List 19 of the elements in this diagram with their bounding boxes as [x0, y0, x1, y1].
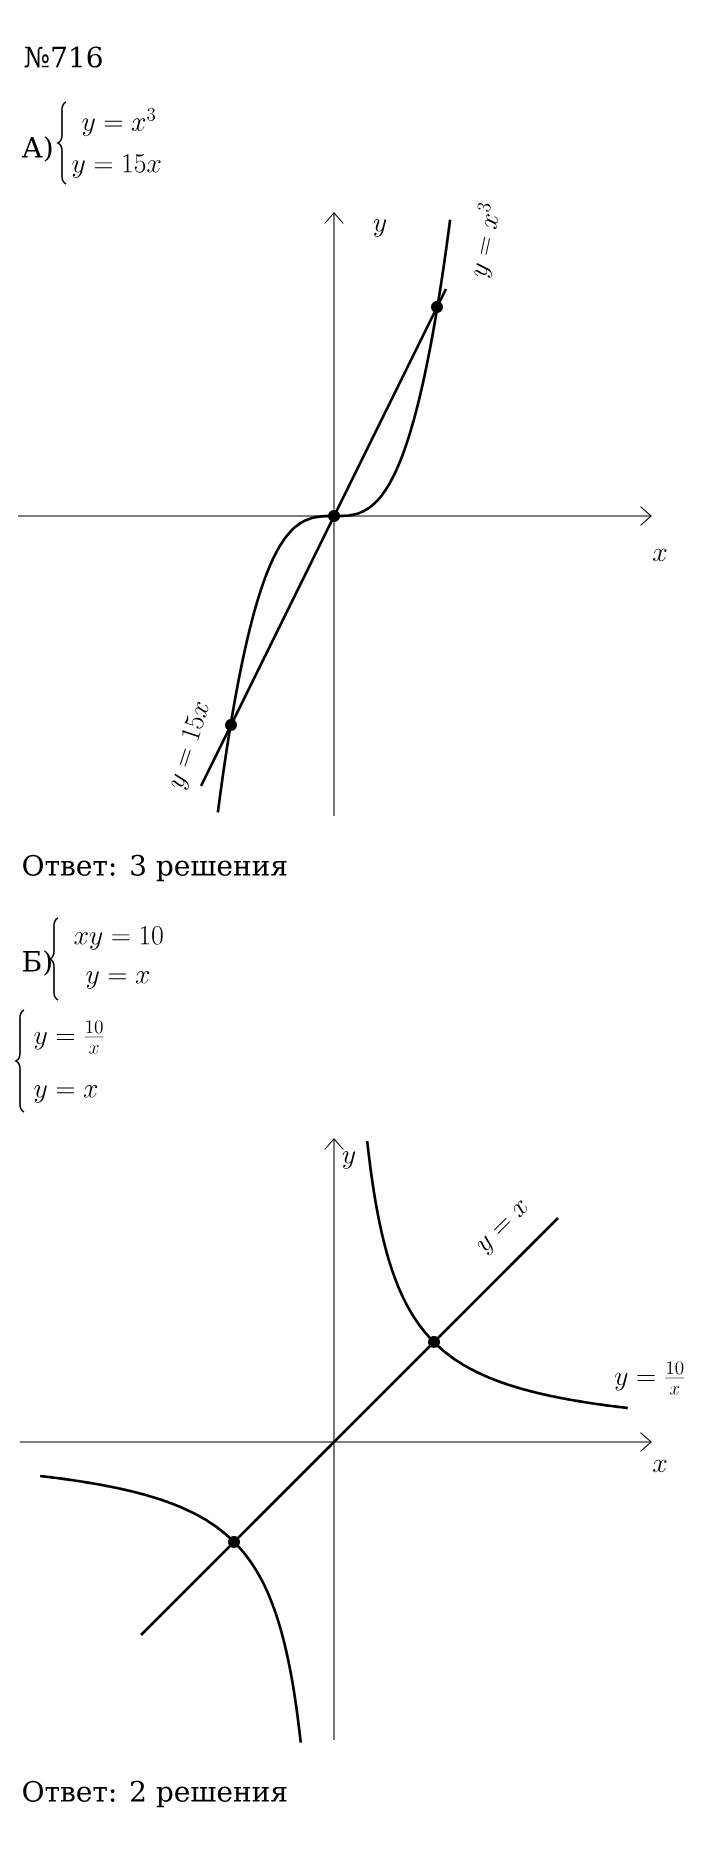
graph-label: $y=x^3$: [474, 202, 499, 278]
axis-label: $y$: [342, 1151, 356, 1169]
answer-text: Ответ: 3 решения: [23, 854, 287, 882]
equation: $y = \frac{10}{x}$: [34, 1020, 104, 1054]
answer-text: Ответ: 2 решения: [23, 1780, 287, 1808]
equation: $xy = 10$: [74, 925, 163, 950]
graph-label: $y=15x$: [171, 701, 209, 790]
equation: $y = x$: [34, 1085, 98, 1103]
axis-label: $x$: [653, 548, 667, 562]
graph-label: $y=x$: [478, 1200, 527, 1256]
axis-label: $y$: [373, 219, 387, 237]
axis-label: $x$: [653, 1459, 667, 1473]
part-label: Б): [23, 950, 51, 976]
problem-number: №716: [24, 46, 102, 68]
part-label: А): [21, 136, 52, 162]
equation: $y = 15x$: [72, 153, 161, 178]
equation: $y = x^3$: [82, 107, 156, 137]
equation: $y = x$: [86, 971, 150, 989]
graph-label: $y=\frac{10}{x}$: [615, 1361, 685, 1395]
